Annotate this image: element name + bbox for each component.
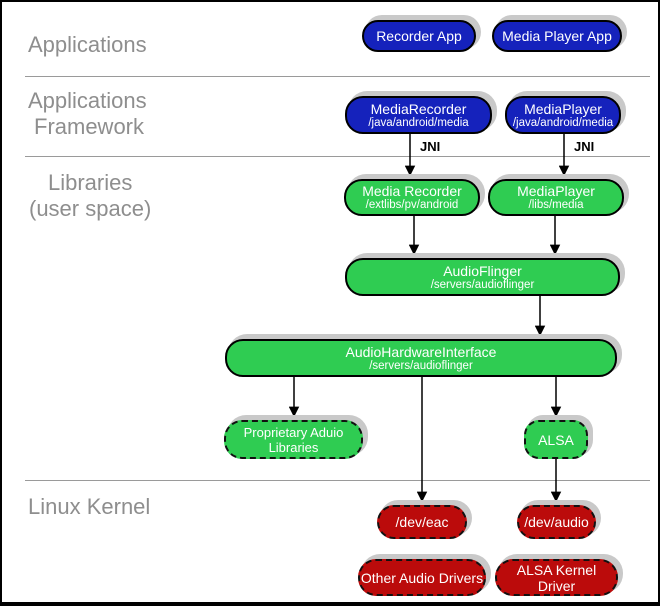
- node-audio-hardware-interface-title: AudioHardwareInterface: [345, 343, 497, 360]
- separator-framework-libraries: [25, 156, 650, 157]
- node-audio-hardware-interface-path: /servers/audioflinger: [369, 359, 473, 372]
- separator-applications-framework: [25, 76, 650, 77]
- node-alsa: ALSA: [524, 420, 588, 459]
- node-proprietary-audio-libraries-line2: Libraries: [268, 439, 319, 455]
- node-audioflinger: AudioFlinger /servers/audioflinger: [345, 258, 620, 296]
- jni-label-recorder: JNI: [420, 139, 441, 154]
- node-mediarecorder-framework-title: MediaRecorder: [370, 100, 467, 117]
- node-other-audio-drivers-title: Other Audio Drivers: [360, 569, 484, 586]
- node-mediaplayer-framework-title: MediaPlayer: [524, 100, 602, 117]
- node-alsa-kernel-driver: ALSA Kernel Driver: [495, 559, 618, 596]
- node-media-player-app: Media Player App: [492, 20, 622, 52]
- node-dev-eac-title: /dev/eac: [395, 514, 449, 530]
- node-audioflinger-path: /servers/audioflinger: [430, 278, 535, 291]
- node-media-player-app-title: Media Player App: [502, 28, 612, 44]
- node-proprietary-audio-libraries-line1: Proprietary Aduio: [243, 424, 344, 440]
- separator-libraries-kernel: [25, 480, 650, 481]
- node-audioflinger-title: AudioFlinger: [443, 262, 522, 279]
- node-media-recorder-lib-title: Media Recorder: [362, 183, 462, 199]
- jni-label-player: JNI: [574, 139, 595, 154]
- node-alsa-kernel-driver-title: ALSA Kernel Driver: [516, 561, 597, 594]
- section-label-applications: Applications: [28, 32, 147, 57]
- node-mediaplayer-lib-title: MediaPlayer: [517, 183, 595, 199]
- node-mediaplayer-framework-path: /java/android/media: [512, 116, 614, 129]
- node-dev-audio-title: /dev/audio: [524, 514, 589, 530]
- node-mediarecorder-framework: MediaRecorder /java/android/media: [345, 96, 492, 134]
- section-label-framework-line2: Framework: [34, 114, 145, 139]
- node-other-audio-drivers: Other Audio Drivers: [358, 559, 486, 596]
- section-label-framework-line1: Applications: [28, 88, 147, 113]
- node-mediarecorder-framework-path: /java/android/media: [368, 116, 469, 129]
- node-mediaplayer-lib-path: /libs/media: [528, 199, 584, 211]
- section-label-libraries-line2: (user space): [29, 196, 152, 221]
- node-media-recorder-lib: Media Recorder /extlibs/pv/android: [344, 179, 480, 216]
- node-mediaplayer-framework: MediaPlayer /java/android/media: [505, 96, 621, 134]
- node-proprietary-audio-libraries: Proprietary Aduio Libraries: [224, 420, 363, 459]
- node-media-recorder-lib-path: /extlibs/pv/android: [365, 199, 459, 211]
- node-recorder-app: Recorder App: [362, 20, 476, 52]
- node-dev-audio: /dev/audio: [517, 505, 596, 539]
- node-mediaplayer-lib: MediaPlayer /libs/media: [488, 179, 624, 216]
- node-dev-eac: /dev/eac: [377, 505, 467, 539]
- section-label-linux-kernel: Linux Kernel: [28, 494, 151, 519]
- node-alsa-title: ALSA: [538, 431, 574, 448]
- node-recorder-app-title: Recorder App: [376, 28, 462, 44]
- node-audio-hardware-interface: AudioHardwareInterface /servers/audiofli…: [225, 339, 617, 377]
- section-label-libraries-line1: Libraries: [48, 170, 133, 195]
